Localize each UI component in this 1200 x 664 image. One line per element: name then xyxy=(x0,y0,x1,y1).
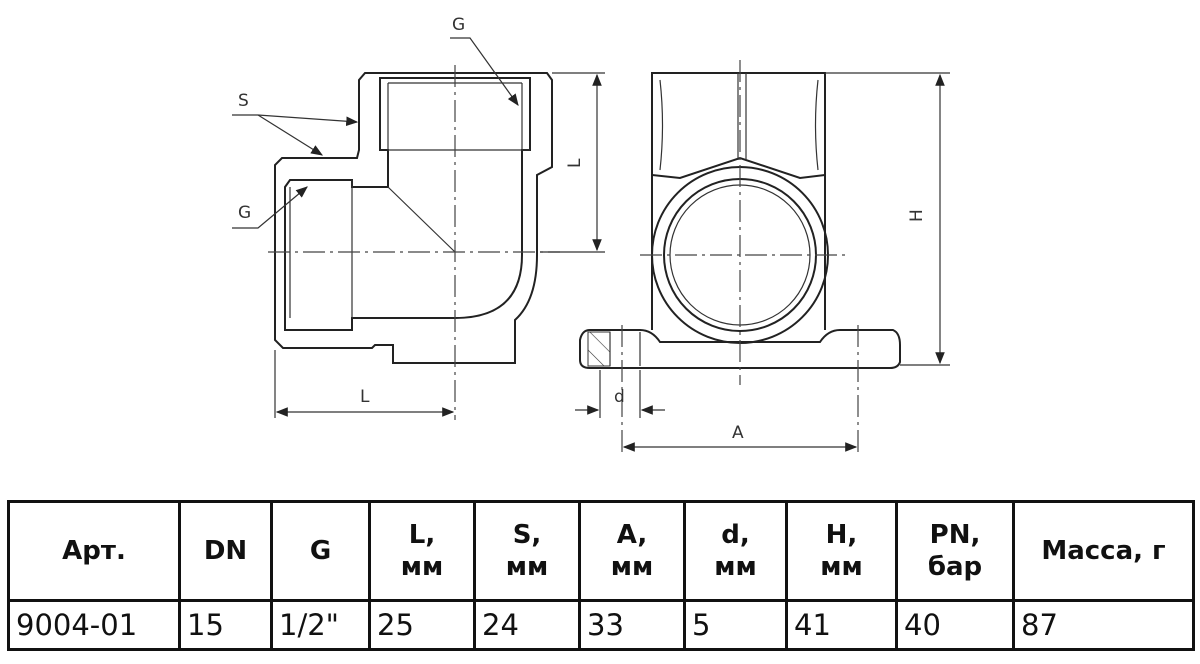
technical-drawing: G S G L L H xyxy=(232,15,950,455)
cell-g: 1/2" xyxy=(270,599,371,651)
header-mass: Масса, г xyxy=(1012,500,1195,602)
cell-l: 25 xyxy=(368,599,476,651)
header-g: G xyxy=(270,500,371,602)
header-art: Арт. xyxy=(7,500,181,602)
elbow-body-hatched xyxy=(274,72,553,364)
header-pn: PN,бар xyxy=(895,500,1015,602)
elbow-side-view: H d A xyxy=(575,60,950,455)
label-g-left: G xyxy=(238,203,251,223)
cell-pn: 40 xyxy=(895,599,1015,651)
cell-mass: 87 xyxy=(1012,599,1195,651)
label-g-top: G xyxy=(452,15,465,35)
header-l: L,мм xyxy=(368,500,476,602)
cell-dn: 15 xyxy=(178,599,273,651)
label-h: H xyxy=(907,209,927,222)
header-a: A,мм xyxy=(578,500,686,602)
specs-table: Арт. DN G L,мм S,мм A,мм d,мм H,мм PN,ба… xyxy=(7,500,1195,651)
table-row: 9004-01 15 1/2" 25 24 33 5 41 40 87 xyxy=(7,599,1195,651)
cell-art: 9004-01 xyxy=(7,599,181,651)
header-s: S,мм xyxy=(473,500,581,602)
label-a: A xyxy=(732,423,744,443)
elbow-section-view: G S G L L xyxy=(232,15,605,420)
header-d: d,мм xyxy=(683,500,788,602)
label-d: d xyxy=(614,387,625,407)
cell-s: 24 xyxy=(473,599,581,651)
label-s: S xyxy=(238,91,249,111)
cell-d: 5 xyxy=(683,599,788,651)
header-h: H,мм xyxy=(785,500,898,602)
header-dn: DN xyxy=(178,500,273,602)
table-header-row: Арт. DN G L,мм S,мм A,мм d,мм H,мм PN,ба… xyxy=(7,500,1195,602)
cell-h: 41 xyxy=(785,599,898,651)
inner-bore xyxy=(284,77,531,331)
label-l-horizontal: L xyxy=(360,387,370,407)
label-l-vertical: L xyxy=(565,158,585,168)
cell-a: 33 xyxy=(578,599,686,651)
